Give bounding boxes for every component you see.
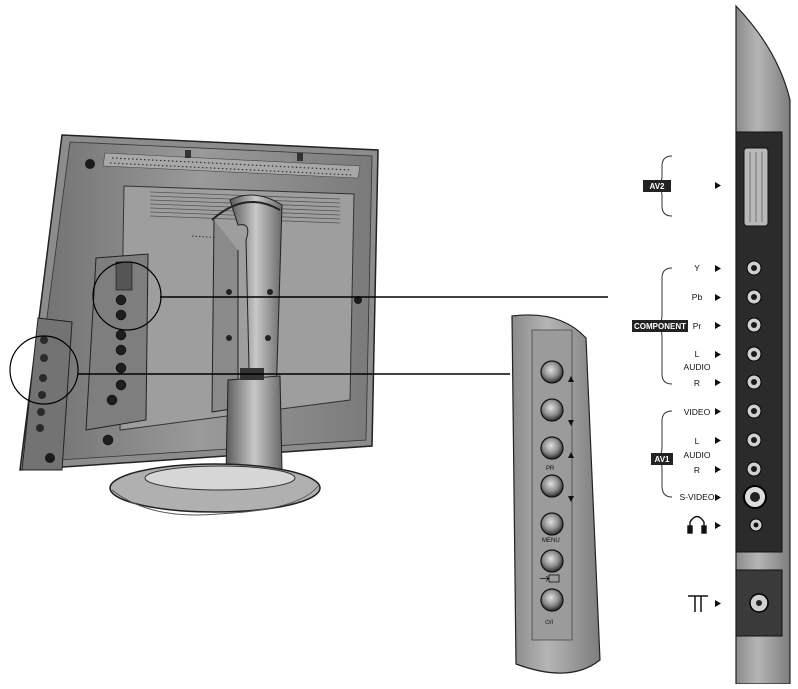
side-control-panel: PR MENU ⏻/I [511,314,601,674]
pr-label: PR [546,466,555,472]
callout-circle-rear-jacks [92,261,162,331]
callout-circle-side-controls [9,335,79,405]
side-connector-panel [735,4,791,685]
power-label: ⏻/I [545,619,553,626]
av1-audio-r-label: R [694,465,700,475]
y-label: Y [694,263,700,273]
antenna-icon [688,595,708,612]
pr-jack-label: Pr [693,321,702,331]
component-audio-label: AUDIO [684,362,711,372]
s-video-label: S-VIDEO [680,492,715,502]
tv-rear-view [19,134,379,516]
component-badge: COMPONENT [634,322,686,331]
av2-badge: AV2 [650,182,666,191]
component-audio-l-label: L [695,349,700,359]
av1-audio-l-label: L [695,436,700,446]
input-source-icon [540,574,560,583]
video-label: VIDEO [684,407,711,417]
headphone-icon [687,515,707,534]
component-audio-r-label: R [694,378,700,388]
pb-label: Pb [692,292,703,302]
av1-badge: AV1 [655,455,671,464]
menu-label: MENU [542,538,560,544]
av1-audio-label: AUDIO [684,450,711,460]
